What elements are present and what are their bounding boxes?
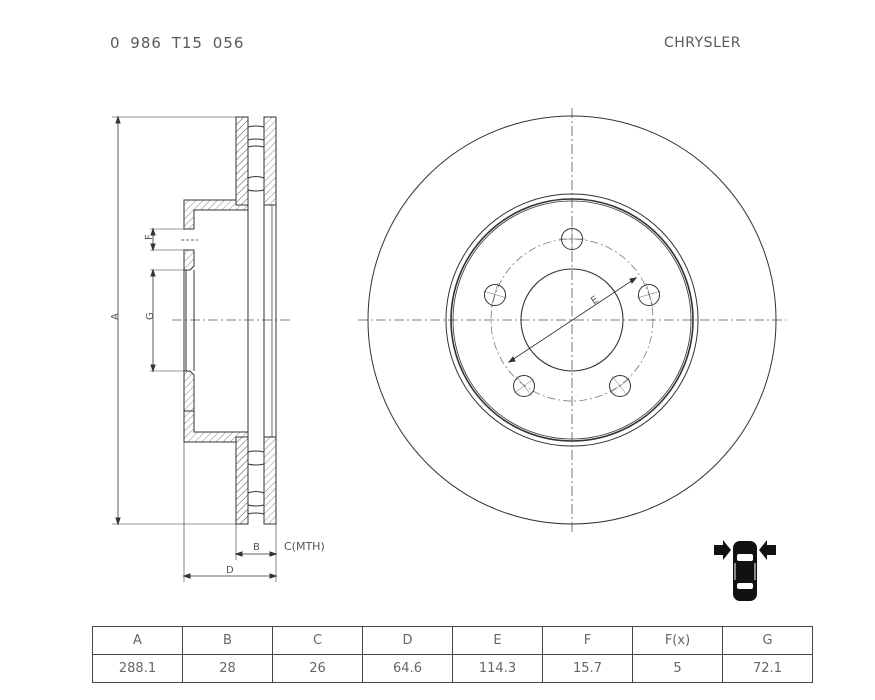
- dimension-label-c: C(MTH): [284, 540, 325, 553]
- spec-value-a: 288.1: [92, 654, 183, 683]
- spec-header-a: A: [92, 626, 183, 655]
- front-view: [358, 108, 786, 532]
- brand-name: CHRYSLER: [664, 35, 741, 51]
- part-number: 0 986 T15 056: [110, 34, 245, 52]
- spec-header-b: B: [182, 626, 273, 655]
- spec-value-d: 64.6: [362, 654, 453, 683]
- spec-value-fx: 5: [632, 654, 723, 683]
- spec-value-g: 72.1: [722, 654, 813, 683]
- spec-table-header-row: A B C D E F F(x) G: [92, 626, 813, 655]
- spec-header-e: E: [452, 626, 543, 655]
- spec-value-e: 114.3: [452, 654, 543, 683]
- spec-table: A B C D E F F(x) G 288.1 28 26 64.6 114.…: [92, 626, 813, 683]
- spec-value-f: 15.7: [542, 654, 633, 683]
- spec-header-d: D: [362, 626, 453, 655]
- spec-value-c: 26: [272, 654, 363, 683]
- spec-header-f: F: [542, 626, 633, 655]
- dimension-label-e: E: [589, 294, 600, 307]
- car-front-axle-icon: [714, 540, 776, 601]
- spec-header-fx: F(x): [632, 626, 723, 655]
- section-view: [112, 115, 290, 582]
- bolt-holes: [482, 226, 662, 397]
- dimension-label-g: G: [145, 312, 156, 320]
- dimension-label-a: A: [110, 313, 121, 320]
- spec-table-value-row: 288.1 28 26 64.6 114.3 15.7 5 72.1: [92, 654, 813, 683]
- dimension-label-f: F: [144, 234, 155, 240]
- spec-header-c: C: [272, 626, 363, 655]
- spec-header-g: G: [722, 626, 813, 655]
- dimension-label-d: D: [226, 565, 234, 576]
- spec-value-b: 28: [182, 654, 273, 683]
- dimension-label-b: B: [253, 542, 260, 553]
